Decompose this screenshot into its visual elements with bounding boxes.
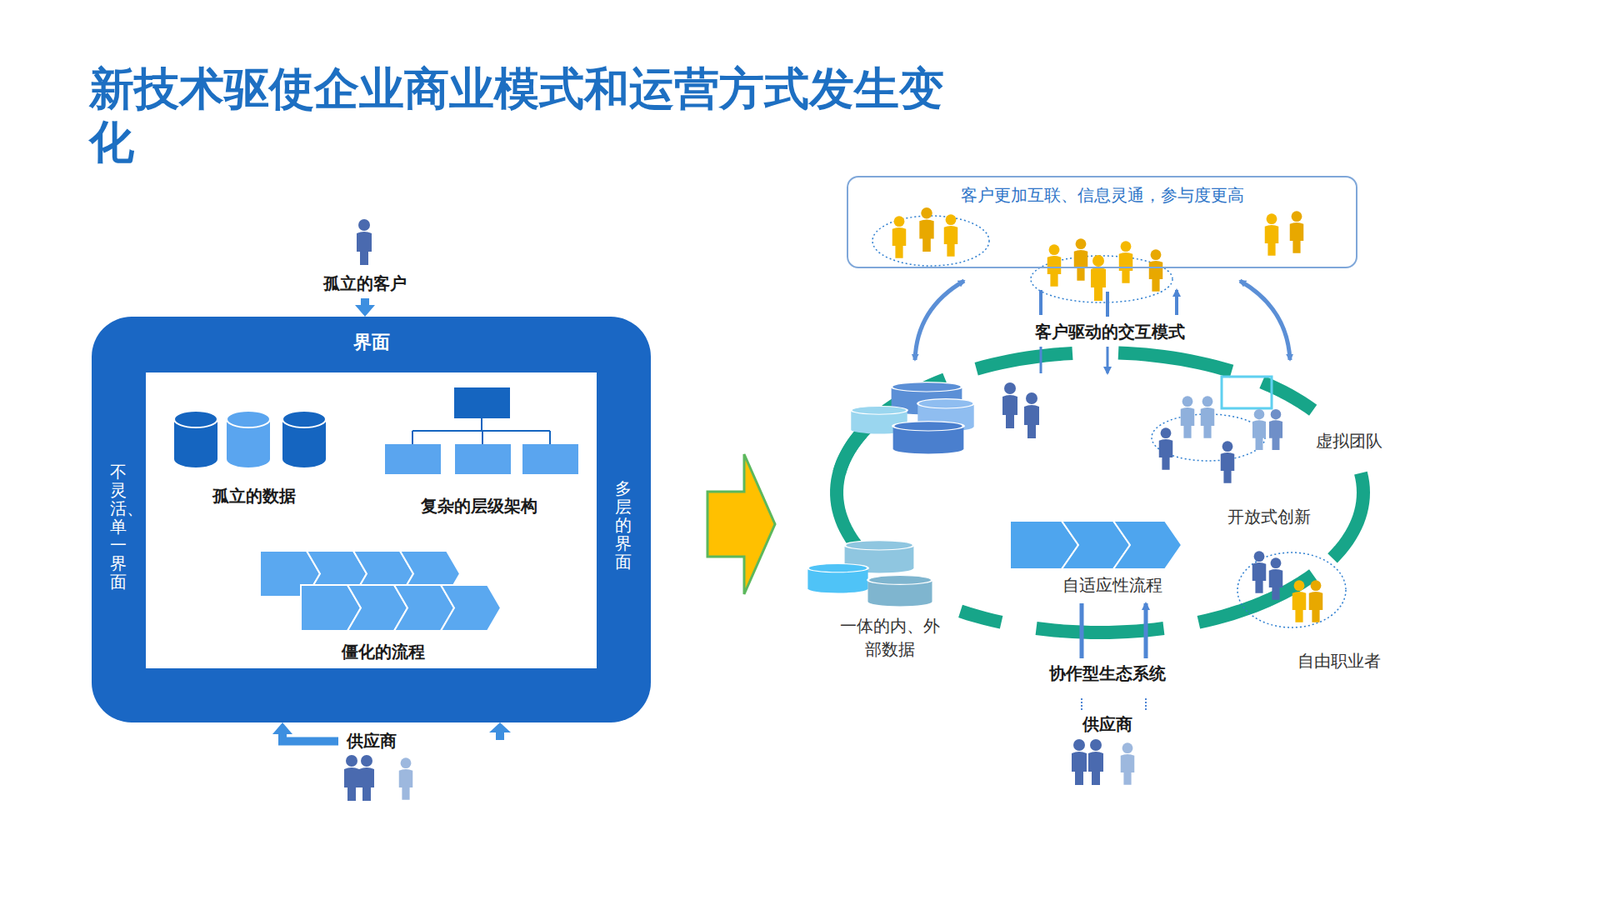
- ring-segment: [1118, 352, 1232, 371]
- up-arrow: [1040, 290, 1177, 317]
- person-icon: [1309, 580, 1324, 622]
- side-label: 不灵活、单一界面: [110, 462, 127, 591]
- data-cylinder: [174, 410, 218, 468]
- frame-inner: [145, 372, 597, 669]
- customer-box: 客户更加互联、信息灵通，参与度更高: [846, 175, 1358, 269]
- person-icon: [356, 219, 372, 265]
- process-chevrons: [1010, 520, 1182, 570]
- ring-label: 自适应性流程: [1062, 573, 1163, 597]
- data-cylinder: [807, 564, 868, 594]
- org-chart: [385, 387, 579, 475]
- person-icon: [1220, 440, 1235, 483]
- person-icon: [1269, 409, 1283, 450]
- person-icon: [1119, 240, 1134, 283]
- person-icon: [1071, 739, 1087, 785]
- title: 新技术驱使企业商业模式和运营方式发生变化: [89, 62, 965, 170]
- person-icon: [1002, 382, 1018, 429]
- data-cylinder: [282, 410, 326, 468]
- person-icon: [1290, 210, 1305, 253]
- node-text: 僵化的流程: [341, 640, 425, 664]
- node-text: 孤立的客户: [323, 272, 407, 295]
- monitor-icon: [1221, 376, 1272, 409]
- ring-segment: [960, 610, 1002, 622]
- ring-label: 一体的内、外部数据: [837, 614, 943, 661]
- group-label: 供应商: [1082, 712, 1133, 736]
- data-cylinder: [226, 410, 270, 468]
- transition-arrow: [707, 454, 775, 595]
- cycle-ring: [836, 352, 1364, 633]
- person-icon: [1292, 580, 1307, 622]
- interface-frame: 界面孤立的数据 复杂的层级架构僵化的流程: [91, 316, 651, 723]
- ring-label: 开放式创新: [1227, 505, 1311, 529]
- up-arrow: [1081, 603, 1146, 659]
- group-label: 自由职业者: [1297, 649, 1381, 673]
- ring-label: 协作型生态系统: [1049, 661, 1166, 685]
- person-icon: [1120, 742, 1135, 785]
- data-cylinder: [867, 575, 932, 607]
- person-icon: [1090, 255, 1106, 301]
- arrow-connector: [282, 733, 339, 742]
- node-text: 界面: [91, 330, 651, 355]
- data-cylinder: [893, 421, 965, 455]
- person-icon: [1074, 238, 1089, 280]
- double-arrow: [1240, 280, 1290, 360]
- ring-label: 客户驱动的交互模式: [1035, 320, 1185, 344]
- arrow-connector: [360, 298, 370, 306]
- data-node: 孤立的数据: [207, 483, 301, 510]
- ring-segment: [1262, 382, 1314, 411]
- person-icon: [944, 214, 959, 256]
- person-icon: [399, 757, 414, 800]
- person-icon: [1252, 409, 1266, 450]
- person-icon: [892, 215, 907, 258]
- person-icon: [1088, 739, 1104, 785]
- node-text: 供应商: [346, 730, 397, 753]
- person-icon: [1047, 244, 1062, 286]
- side-label: 多层的界面: [615, 479, 632, 571]
- person-icon: [1024, 392, 1040, 439]
- supplier-node: 供应商: [341, 728, 402, 755]
- dotted-arrow: [1081, 698, 1146, 710]
- node-text: 孤立的数据: [212, 485, 296, 508]
- person-icon: [919, 207, 934, 252]
- person-icon: [1180, 395, 1195, 438]
- ring-segment: [836, 433, 862, 552]
- person-icon: [359, 755, 375, 801]
- double-arrow: [915, 280, 965, 360]
- person-icon: [344, 755, 360, 801]
- person-icon: [1149, 249, 1164, 291]
- person-icon: [1159, 427, 1174, 470]
- up-arrow: [489, 722, 511, 740]
- person-icon: [1200, 395, 1215, 438]
- customer-node: 孤立的客户: [318, 270, 412, 297]
- node-text: 客户更加互联、信息灵通，参与度更高: [848, 184, 1356, 207]
- person-icon: [1265, 213, 1280, 255]
- frame-band: [91, 316, 651, 723]
- person-icon: [1252, 550, 1267, 593]
- person-icon: [1269, 557, 1284, 600]
- down-arrow: [1040, 346, 1108, 374]
- hierarchy-node: 复杂的层级架构: [415, 493, 543, 520]
- ring-label: 虚拟团队: [1315, 429, 1383, 453]
- chevron: [440, 585, 501, 631]
- process-node: 僵化的流程: [336, 639, 430, 665]
- chevron: [1113, 520, 1182, 570]
- ring-segment: [1332, 473, 1364, 559]
- process-chevrons: [260, 550, 501, 631]
- node-text: 复杂的层级架构: [420, 495, 538, 518]
- ring-segment: [976, 353, 1073, 370]
